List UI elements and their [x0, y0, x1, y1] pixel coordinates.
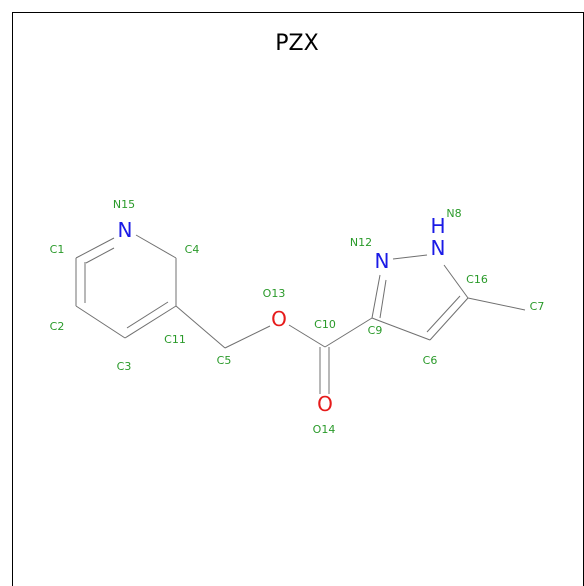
atom-label-n8: N8	[446, 207, 461, 220]
atom-label-c3: C3	[117, 360, 132, 373]
bond-o13-c10	[288, 324, 326, 348]
bond-c6-c9	[371, 317, 431, 341]
atom-symbol-o13: O	[271, 307, 287, 331]
bond-n15-c1	[75, 237, 115, 259]
bond-c16-c6	[429, 297, 469, 341]
bond-n8-c16	[443, 264, 469, 299]
atom-label-c6: C6	[423, 354, 438, 367]
bond-c9-n12	[371, 274, 381, 319]
atom-symbol-n8-h: H	[430, 214, 445, 238]
atom-label-n15: N15	[113, 198, 135, 211]
atom-label-c5: C5	[217, 354, 232, 367]
atom-symbol-n12: N	[375, 249, 390, 273]
bond-c10-c9	[324, 317, 373, 348]
bond-c16-c7	[467, 297, 526, 311]
atom-label-c16: C16	[466, 273, 488, 286]
atom-label-c1: C1	[50, 243, 65, 256]
bond-n15-c1-inner	[85, 247, 115, 264]
atom-symbol-n8: N	[431, 236, 446, 260]
atom-label-n12: N12	[350, 236, 372, 249]
atom-label-o14: O14	[313, 423, 336, 436]
atom-label-c11: C11	[164, 333, 186, 346]
bond-c3-c11	[124, 305, 177, 339]
atom-label-o13: O13	[263, 287, 286, 300]
atom-labels: N15 C1 C2 C3 C4 C11 C5 O13 C10 O14 C9 N1…	[50, 198, 545, 436]
atom-label-c4: C4	[185, 243, 200, 256]
bond-c16-c6-inner	[426, 295, 461, 333]
atom-label-c9: C9	[368, 324, 383, 337]
bond-c2-c3	[75, 305, 126, 339]
bond-c5-o13	[224, 325, 271, 349]
bond-n12-n8	[392, 254, 428, 260]
bond-lines	[75, 234, 526, 394]
atom-label-c7: C7	[530, 300, 545, 313]
bond-c4-n15	[135, 234, 177, 259]
bond-c3-c11-inner	[126, 301, 169, 329]
diagram-frame	[12, 12, 584, 586]
atom-label-c10: C10	[314, 318, 336, 331]
molecule-title: PZX	[275, 31, 318, 56]
atom-symbol-o14: O	[317, 392, 333, 416]
bond-c11-c5	[175, 305, 226, 349]
atom-label-c2: C2	[50, 320, 65, 333]
atom-symbol-n15: N	[118, 218, 133, 242]
bond-c9-n12-inner	[379, 279, 387, 319]
